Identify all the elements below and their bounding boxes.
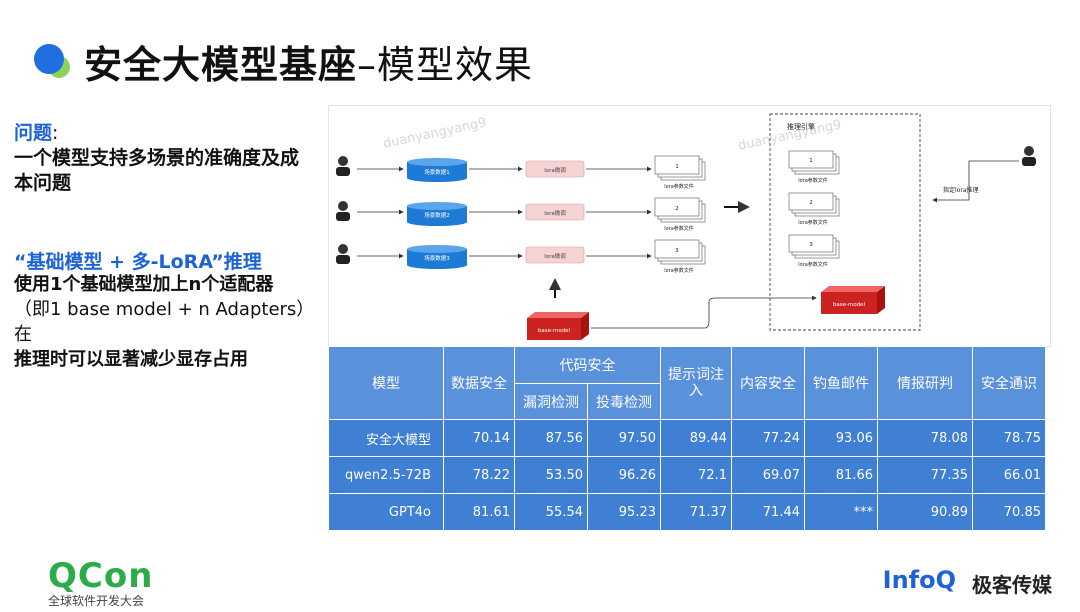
svg-text:场景数据1: 场景数据1 bbox=[424, 168, 450, 176]
infoq-logo: InfoQ bbox=[882, 566, 956, 594]
question-label: 问题: bbox=[14, 122, 59, 144]
svg-text:base-model: base-model bbox=[833, 302, 866, 308]
qcon-logo: QCon bbox=[48, 556, 154, 596]
table-row: GPT4o 81.61 55.54 95.23 71.37 71.44 *** … bbox=[328, 493, 1046, 531]
header-prompt-injection: 提示词注入 bbox=[660, 346, 732, 420]
header-poison: 投毒检测 bbox=[587, 383, 661, 420]
lora-trainer-box: lora微调 bbox=[525, 246, 585, 264]
header-general: 安全通识 bbox=[972, 346, 1046, 420]
header-model: 模型 bbox=[328, 346, 444, 420]
dataset-cylinder: 场景数据1 bbox=[407, 158, 467, 182]
header-intel: 情报研判 bbox=[877, 346, 973, 420]
inference-engine-title: 推理引擎 bbox=[787, 122, 815, 131]
svg-text:lora参数文件: lora参数文件 bbox=[798, 177, 828, 184]
base-model-box: base-model bbox=[821, 286, 885, 314]
qcon-subtitle: 全球软件开发大会 bbox=[48, 594, 145, 608]
table-row: qwen2.5-72B 78.22 53.50 96.26 72.1 69.07… bbox=[328, 456, 1046, 494]
solution-text: 使用1个基础模型加上n个适配器 （即1 base model + n Adapt… bbox=[14, 274, 315, 370]
header-phishing: 钓鱼邮件 bbox=[804, 346, 878, 420]
svg-text:场景数据3: 场景数据3 bbox=[424, 254, 450, 262]
header-data-security: 数据安全 bbox=[443, 346, 515, 420]
lora-file-stack: 3 lora参数文件 bbox=[788, 234, 840, 268]
header-vuln: 漏洞检测 bbox=[514, 383, 588, 420]
svg-text:2: 2 bbox=[809, 200, 813, 206]
lora-inference-diagram: duanyangyang9 duanyangyang9 场景数据1 场景数据2 … bbox=[328, 105, 1051, 347]
user-instruction-label: 指定lora推理 bbox=[943, 186, 978, 194]
svg-text:lora参数文件: lora参数文件 bbox=[798, 219, 828, 226]
svg-text:1: 1 bbox=[675, 164, 679, 170]
dataset-cylinder: 场景数据3 bbox=[407, 245, 467, 269]
svg-text:lora微调: lora微调 bbox=[544, 166, 566, 174]
header-code-security: 代码安全 bbox=[514, 346, 661, 384]
user-icon bbox=[336, 201, 350, 221]
user-icon bbox=[336, 244, 350, 264]
lora-file-stack: 1 lora参数文件 bbox=[654, 155, 706, 190]
user-icon bbox=[1022, 146, 1036, 166]
lora-file-stack: 2 lora参数文件 bbox=[654, 197, 706, 232]
lora-file-stack: 3 lora参数文件 bbox=[654, 239, 706, 274]
solution-title: “基础模型 + 多-LoRA”推理 bbox=[14, 251, 262, 273]
svg-text:2: 2 bbox=[675, 206, 679, 212]
inference-engine-box bbox=[769, 113, 921, 331]
svg-text:lora参数文件: lora参数文件 bbox=[664, 267, 694, 274]
svg-text:lora参数文件: lora参数文件 bbox=[798, 261, 828, 268]
svg-text:lora参数文件: lora参数文件 bbox=[664, 225, 694, 232]
svg-text:base-model: base-model bbox=[538, 328, 571, 334]
page-title: 安全大模型基座–模型效果 bbox=[84, 43, 534, 87]
svg-text:lora参数文件: lora参数文件 bbox=[664, 183, 694, 190]
infoq-cn-logo: 极客传媒 bbox=[972, 573, 1052, 597]
svg-text:lora微调: lora微调 bbox=[544, 252, 566, 260]
lora-file-stack: 1 lora参数文件 bbox=[788, 150, 840, 184]
svg-text:1: 1 bbox=[809, 158, 813, 164]
dataset-cylinder: 场景数据2 bbox=[407, 202, 467, 226]
svg-text:lora微调: lora微调 bbox=[544, 209, 566, 217]
lora-trainer-box: lora微调 bbox=[525, 160, 585, 178]
table-row: 安全大模型 70.14 87.56 97.50 89.44 77.24 93.0… bbox=[328, 419, 1046, 457]
results-table: 模型 数据安全 代码安全 提示词注入 内容安全 钓鱼邮件 情报研判 安全通识 漏… bbox=[328, 346, 1046, 531]
base-model-box: base-model bbox=[527, 312, 589, 340]
header-content-security: 内容安全 bbox=[731, 346, 805, 420]
svg-text:场景数据2: 场景数据2 bbox=[424, 211, 450, 219]
lora-trainer-box: lora微调 bbox=[525, 203, 585, 221]
lora-file-stack: 2 lora参数文件 bbox=[788, 192, 840, 226]
title-bullet-blue bbox=[34, 44, 64, 74]
question-text: 一个模型支持多场景的准确度及成本问题 bbox=[14, 147, 300, 194]
user-icon bbox=[336, 156, 350, 176]
svg-text:3: 3 bbox=[675, 248, 679, 254]
watermark-text: duanyangyang9 bbox=[382, 115, 488, 152]
svg-text:3: 3 bbox=[809, 242, 813, 248]
